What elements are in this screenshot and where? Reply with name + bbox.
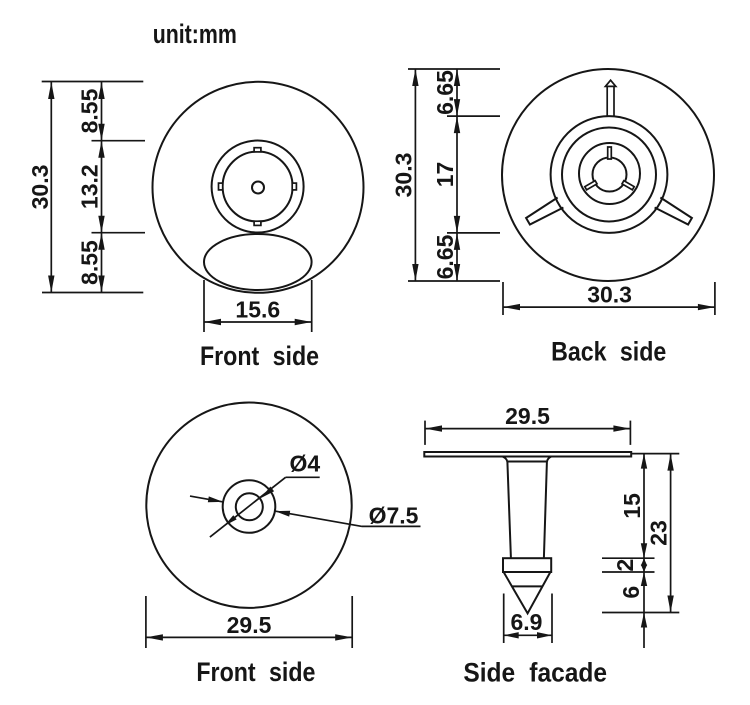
svg-text:unit:mm: unit:mm bbox=[153, 20, 237, 50]
svg-text:6.65: 6.65 bbox=[432, 70, 458, 115]
svg-text:15.6: 15.6 bbox=[235, 296, 280, 322]
svg-text:Ø7.5: Ø7.5 bbox=[369, 502, 419, 528]
svg-text:Front side: Front side bbox=[200, 341, 319, 371]
svg-text:6.65: 6.65 bbox=[432, 234, 458, 279]
svg-text:15: 15 bbox=[619, 493, 645, 519]
svg-text:8.55: 8.55 bbox=[77, 88, 103, 133]
svg-text:30.3: 30.3 bbox=[587, 282, 632, 308]
svg-text:30.3: 30.3 bbox=[391, 153, 417, 198]
svg-text:Front side: Front side bbox=[196, 657, 315, 687]
svg-text:6: 6 bbox=[618, 586, 644, 599]
svg-text:6.9: 6.9 bbox=[511, 609, 543, 635]
svg-text:17: 17 bbox=[432, 162, 458, 188]
svg-text:2: 2 bbox=[612, 559, 638, 572]
svg-text:13.2: 13.2 bbox=[77, 164, 103, 209]
svg-text:23: 23 bbox=[646, 520, 672, 546]
svg-text:29.5: 29.5 bbox=[227, 612, 272, 638]
svg-text:30.3: 30.3 bbox=[27, 165, 53, 210]
svg-text:Ø4: Ø4 bbox=[289, 450, 320, 476]
svg-text:Back side: Back side bbox=[551, 337, 666, 367]
svg-text:29.5: 29.5 bbox=[505, 403, 550, 429]
svg-text:8.55: 8.55 bbox=[77, 240, 103, 285]
svg-text:Side facade: Side facade bbox=[463, 658, 607, 687]
